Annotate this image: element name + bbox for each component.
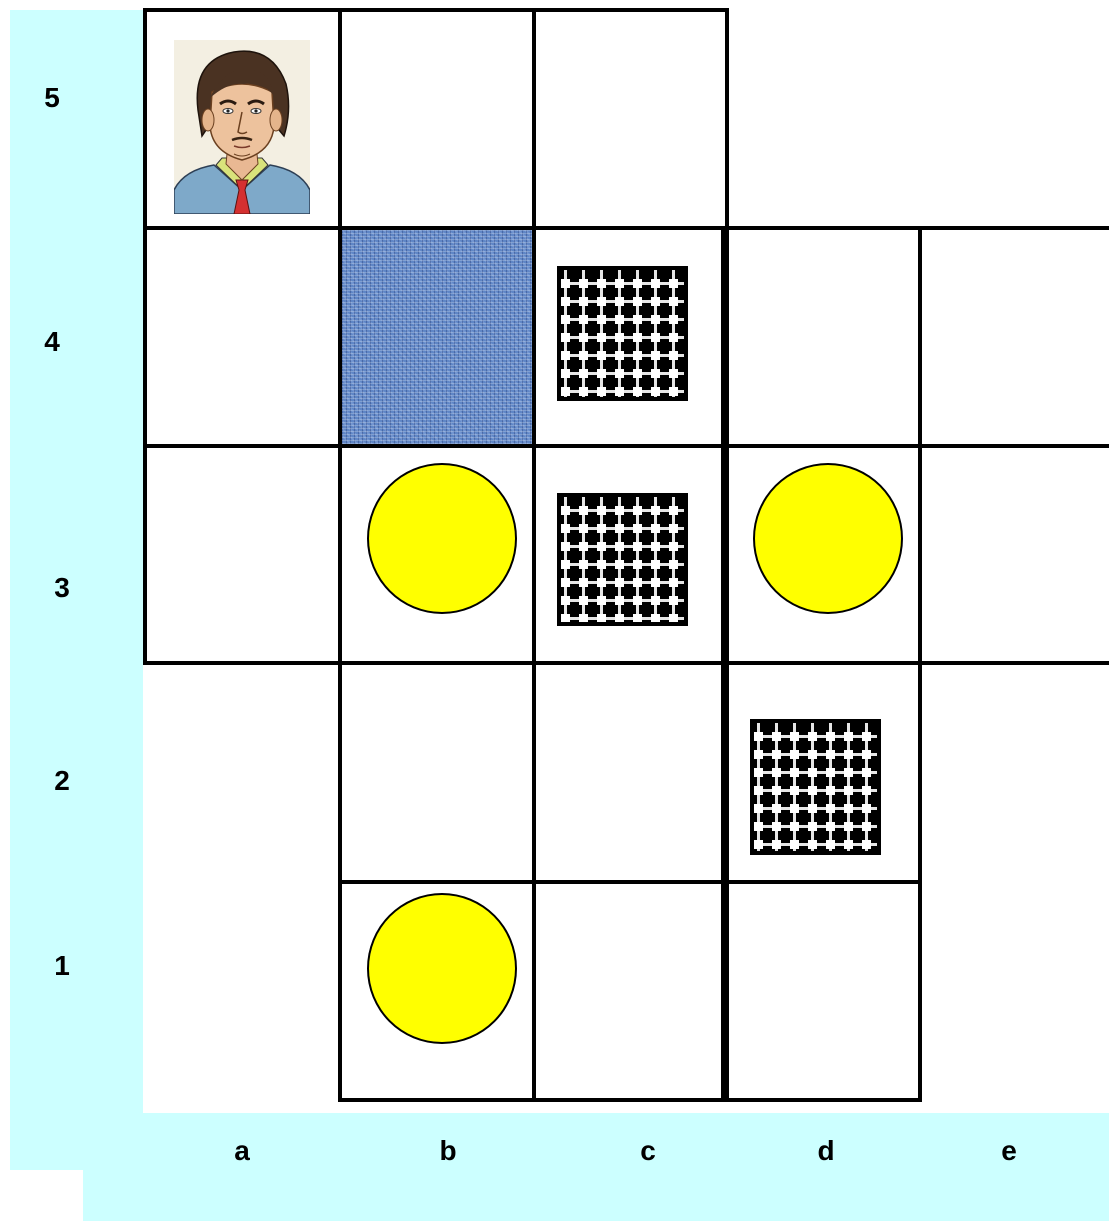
yellow-coin-icon[interactable] xyxy=(367,463,517,614)
column-label-d: d xyxy=(806,1135,846,1167)
row-label-4: 4 xyxy=(32,326,72,358)
square-c1[interactable] xyxy=(532,880,725,1102)
square-a3[interactable] xyxy=(143,444,342,665)
checkered-block-icon[interactable] xyxy=(557,493,688,626)
column-label-a: a xyxy=(222,1135,262,1167)
checkered-block-icon[interactable] xyxy=(750,719,881,855)
board-edge-line xyxy=(725,226,1109,230)
square-c2[interactable] xyxy=(532,661,725,884)
column-label-c: c xyxy=(628,1135,668,1167)
row-label-3: 3 xyxy=(42,572,82,604)
checkered-block-icon[interactable] xyxy=(557,266,688,401)
square-a2[interactable] xyxy=(143,661,338,881)
row-label-1: 1 xyxy=(42,950,82,982)
square-b5[interactable] xyxy=(338,8,536,230)
square-c5[interactable] xyxy=(532,8,729,230)
square-e4[interactable] xyxy=(918,226,1109,448)
yellow-coin-icon[interactable] xyxy=(753,463,903,614)
man-portrait-icon[interactable] xyxy=(174,40,310,214)
row-label-5: 5 xyxy=(32,82,72,114)
water-tile-icon[interactable] xyxy=(342,230,532,444)
square-d4[interactable] xyxy=(725,226,922,448)
row-label-2: 2 xyxy=(42,765,82,797)
square-b2[interactable] xyxy=(338,661,536,884)
yellow-coin-icon[interactable] xyxy=(367,893,517,1044)
square-d1[interactable] xyxy=(725,880,922,1102)
square-e2[interactable] xyxy=(922,661,1109,881)
column-label-e: e xyxy=(989,1135,1029,1167)
square-a4[interactable] xyxy=(143,226,342,448)
square-e3[interactable] xyxy=(918,444,1109,665)
column-label-b: b xyxy=(428,1135,468,1167)
